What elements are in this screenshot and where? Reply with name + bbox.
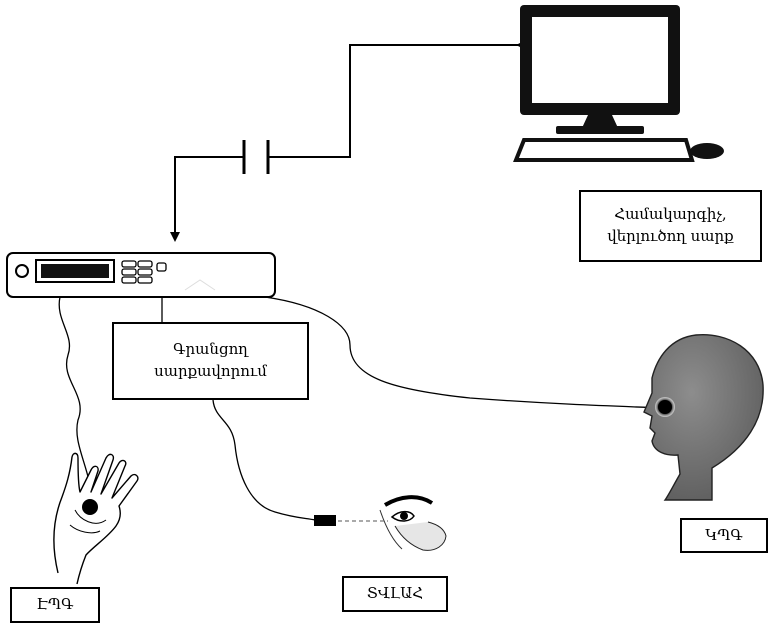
computer-icon [513, 5, 724, 162]
computer-label-box: Համակարգիչ, վերլուծող սարք [579, 190, 762, 262]
computer-label-line-2: վերլուծող սարք [607, 227, 734, 245]
eog-cable [212, 399, 316, 521]
data-link-line [170, 40, 526, 242]
ecg-label: ԷՊԳ [36, 595, 74, 614]
hand-icon [53, 452, 139, 585]
recorder-label-line-2: սարքավորում [154, 362, 267, 380]
recorder-label-box: Գրանցող սարքավորում [112, 322, 309, 400]
ecg-cable [58, 296, 93, 506]
recording-device-icon [6, 252, 276, 298]
eeg-label-box: ԿՊԳ [680, 518, 768, 553]
head-icon [643, 333, 764, 501]
eeg-label: ԿՊԳ [705, 525, 743, 544]
eog-label-box: ՏՎԼԱՀ [342, 576, 448, 612]
eye-icon [379, 495, 447, 551]
ecg-electrode [82, 499, 98, 515]
ecg-label-box: ԷՊԳ [10, 587, 100, 623]
recorder-label-line-1: Գրանցող [173, 340, 248, 359]
eog-label: ՏՎԼԱՀ [366, 584, 424, 603]
eog-electrode [314, 515, 336, 526]
eeg-cable [264, 296, 664, 409]
computer-label-line-1: Համակարգիչ, [614, 205, 727, 224]
